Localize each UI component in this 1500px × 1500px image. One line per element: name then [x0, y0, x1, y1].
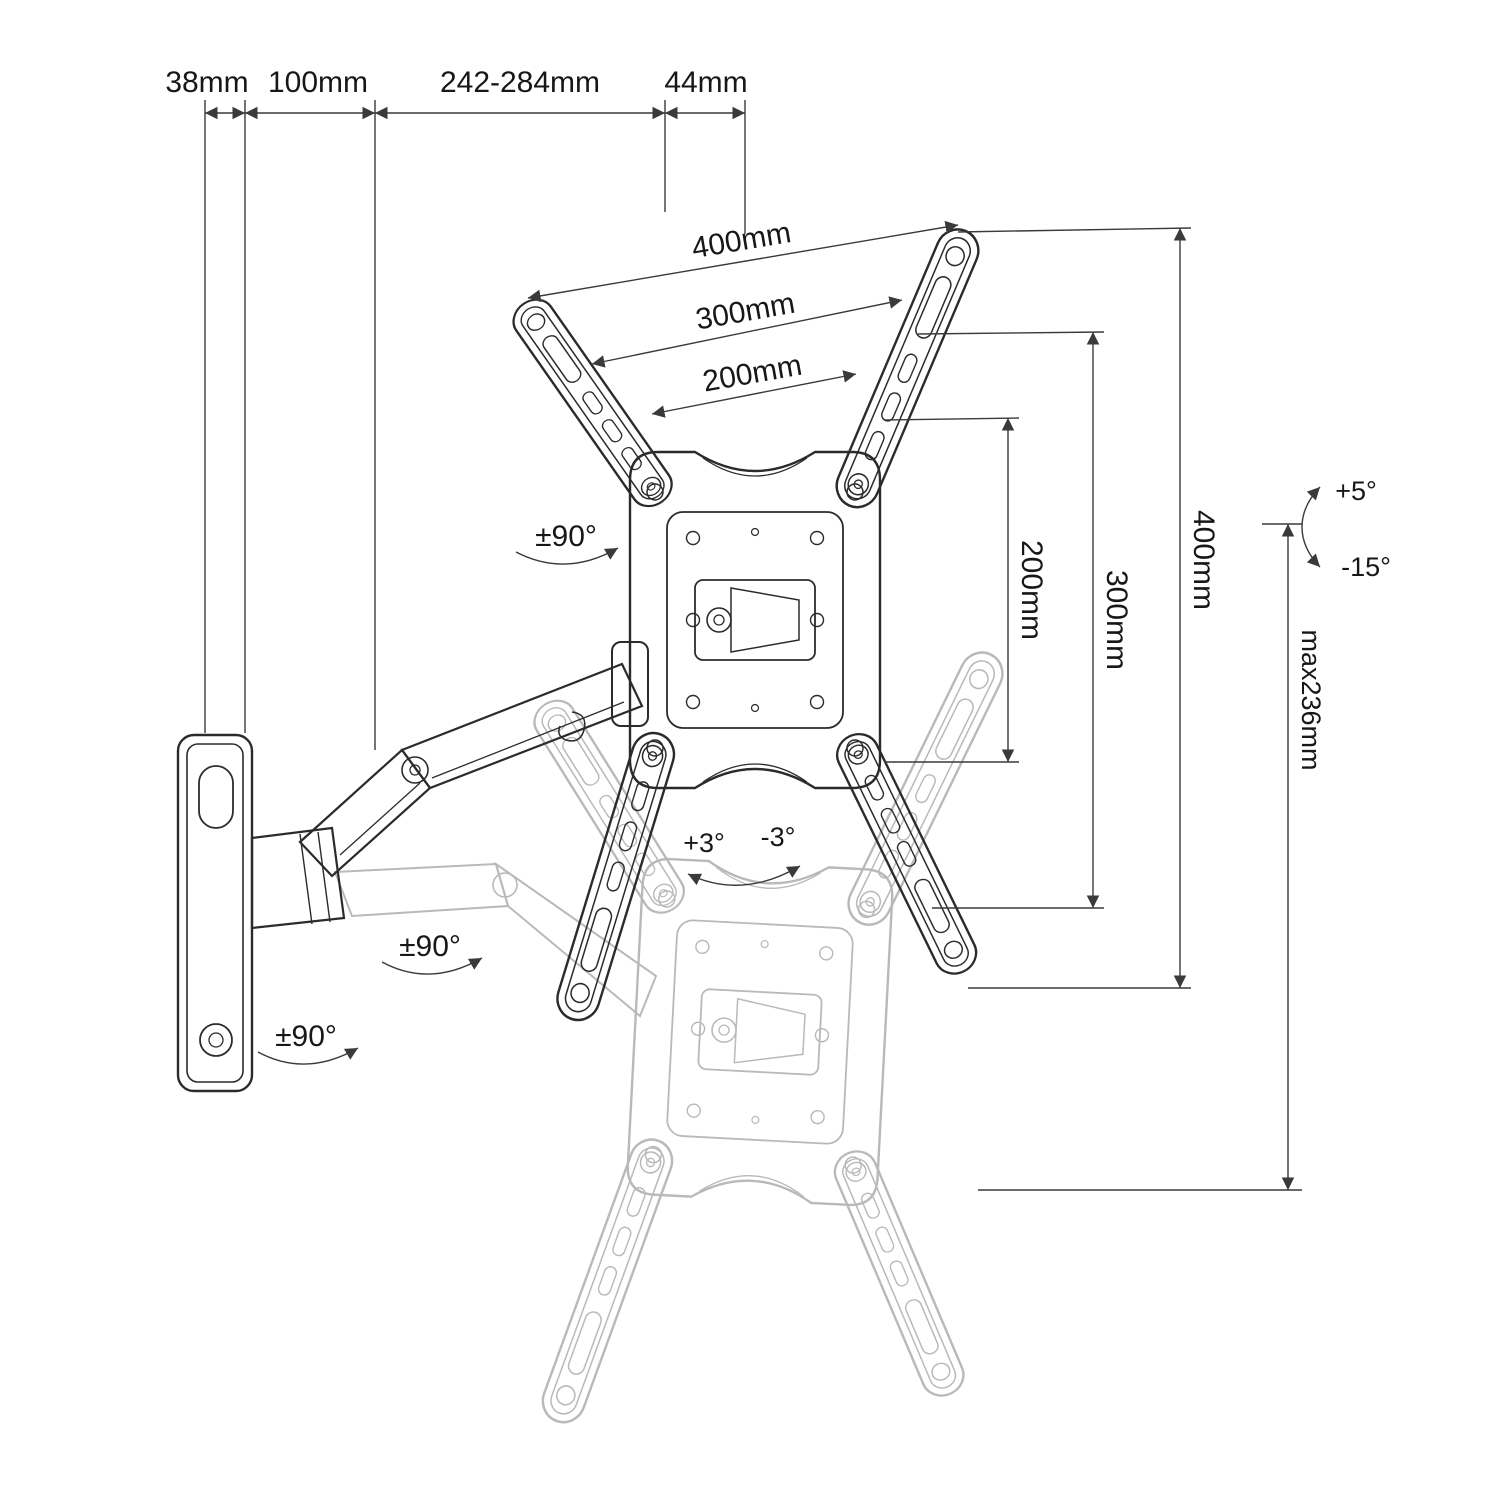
tilt-up-label: +5° [1335, 476, 1377, 506]
swivel-label-2: ±90° [399, 930, 461, 963]
dim-max-extension: max236mm [1296, 629, 1326, 770]
dim-top-44mm: 44mm [664, 66, 747, 99]
dim-height-300mm: 300mm [1100, 570, 1133, 670]
level-arrow [687, 865, 801, 886]
swivel-arrow-3 [257, 1047, 359, 1065]
vesa-arm-top-right [828, 221, 987, 515]
dim-height-200mm: 200mm [1015, 540, 1048, 640]
vesa-plate [505, 221, 987, 1027]
vesa-plate-ghost [526, 644, 1011, 1430]
tilt-down-label: -15° [1341, 552, 1391, 582]
dim-width-400mm: 400mm [689, 216, 793, 265]
swivel-arrow-2 [381, 957, 483, 975]
dim-width-200mm: 200mm [700, 349, 804, 399]
swivel-label-3: ±90° [275, 1020, 337, 1053]
tilt-arrow [1301, 486, 1321, 568]
cable-hook [558, 711, 586, 742]
dim-top-242-284mm: 242-284mm [440, 66, 600, 99]
mount-assembly [176, 221, 987, 1093]
vesa-arm-bottom-left [550, 726, 681, 1027]
dimension-annotations: 38mm 100mm 242-284mm 44mm 400mm 300mm 20… [165, 66, 1391, 1191]
level-plus-label: +3° [683, 828, 725, 858]
swivel-arrow-1 [515, 547, 619, 565]
dim-top-100mm: 100mm [268, 66, 368, 99]
dim-height-400mm: 400mm [1187, 510, 1220, 610]
wall-plate [176, 733, 254, 1093]
dim-top-38mm: 38mm [165, 66, 248, 99]
mount-assembly-ghost [333, 644, 1011, 1430]
level-minus-label: -3° [761, 822, 796, 852]
vesa-arm-top-left [505, 290, 681, 515]
swivel-label-1: ±90° [535, 520, 597, 553]
dim-width-300mm: 300mm [693, 287, 797, 337]
